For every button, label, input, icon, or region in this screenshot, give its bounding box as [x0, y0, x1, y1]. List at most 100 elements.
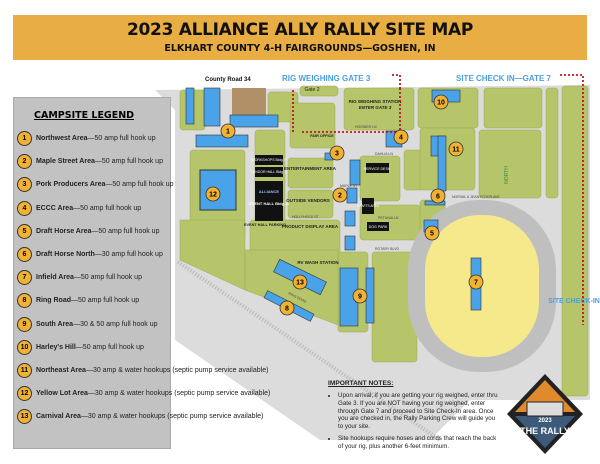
rig-station-enter-label: ENTER GATE 3	[359, 105, 392, 110]
grass-blocks	[179, 85, 589, 397]
legend-item-text: Yellow Lot Area—30 amp & water hookups (…	[36, 390, 270, 397]
marker-number: 8	[285, 306, 289, 313]
logo-year: 2023	[538, 418, 552, 424]
campsite-marker-9: 9	[352, 288, 368, 304]
site-check-in-side-label: SITE CHECK-IN	[548, 298, 600, 305]
campsite-number-badge: 2	[17, 154, 32, 170]
campsite-marker-10: 10	[433, 94, 449, 110]
legend-item-detail: —50 amp full hook up	[75, 343, 144, 351]
legend-item: 10 Harley's Hill—50 amp full hook up	[17, 336, 170, 359]
campsite-number-badge: 6	[17, 247, 32, 263]
street-maple: MAPLE ST	[340, 184, 358, 188]
legend-item: 7 Infield Area—50 amp full hook up	[17, 266, 170, 289]
legend-item-name: Draft Horse Area	[36, 227, 92, 235]
page-title: 2023 ALLIANCE ALLY RALLY SITE MAP	[127, 20, 473, 40]
legend-item-name: South Area	[36, 320, 74, 328]
street-rotary: ROTARY BLVD	[375, 247, 400, 251]
rv-wash-label: RV WASH STATION	[297, 260, 338, 265]
marker-number: 10	[437, 100, 445, 107]
campsite-number-badge: 3	[17, 177, 32, 193]
marker-number: 5	[430, 231, 434, 238]
product-display-label: PRODUCT DISPLAY AREA	[282, 224, 339, 229]
site-check-in-gate-label: SITE CHECK IN—GATE 7	[456, 74, 552, 83]
legend-item-detail: —30 amp & water hookups (septic pump ser…	[85, 366, 269, 374]
logo-name: THE RALLY	[520, 426, 570, 436]
legend-item-text: Infield Area—50 amp full hook up	[36, 274, 142, 281]
event-hall-label: EVENT HALL Bldg. A	[249, 201, 289, 206]
marker-number: 3	[335, 151, 339, 158]
alliance-logo-text: ALLIANCE	[259, 189, 280, 194]
dirt-lot	[232, 88, 266, 116]
legend-item-detail: —30 & 50 amp full hook up	[73, 320, 158, 328]
campsite-number-badge: 11	[17, 362, 32, 378]
campsite-number-badge: 8	[17, 293, 32, 309]
crafts-label: CRAFTS AREA	[357, 204, 380, 208]
campsite-marker-2: 2	[332, 187, 348, 203]
legend-item-name: Pork Producers Area	[36, 181, 106, 189]
legend-item: 12 Yellow Lot Area—30 amp & water hookups…	[17, 382, 270, 405]
service-desk-label: SERVICE DESK	[364, 167, 391, 171]
marker-number: 4	[399, 135, 403, 142]
campsite-marker-6: 6	[430, 188, 446, 204]
legend-item-detail: —30 amp & water hookups (septic pump ser…	[87, 390, 271, 398]
legend-item-name: Northeast Area	[36, 366, 86, 374]
campsite-number-badge: 7	[17, 270, 32, 286]
legend-item-text: Ring Road—50 amp full hook up	[36, 297, 139, 304]
campsite-marker-4: 4	[393, 129, 409, 145]
legend-item-detail: —50 amp full hook up	[105, 181, 174, 189]
campsite-marker-7: 7	[468, 274, 484, 290]
title-banner: 2023 ALLIANCE ALLY RALLY SITE MAP ELKHAR…	[13, 15, 587, 60]
legend-item-text: Pork Producers Area—50 amp full hook up	[36, 181, 174, 188]
legend-item-detail: —30 amp & water hookups (septic pump ser…	[80, 413, 264, 421]
event-hall-complex: WORKSHOPS Bldg. F VENDOR HALL Bldg. E AL…	[249, 155, 289, 221]
compass-north: NORTH	[504, 166, 510, 184]
rig-station-label: RIG WEIGHING STATION	[349, 99, 402, 104]
legend-item-detail: —50 amp full hook up	[73, 204, 142, 212]
campsite-number-badge: 10	[17, 339, 32, 355]
legend-item-text: South Area—30 & 50 amp full hook up	[36, 321, 158, 328]
campsite-number-badge: 1	[17, 131, 32, 147]
marker-number: 6	[436, 194, 440, 201]
fair-office-label: FAIR OFFICE	[310, 134, 334, 138]
legend-item: 8 Ring Road—50 amp full hook up	[17, 289, 170, 312]
legend-item-text: Draft Horse Area—50 amp full hook up	[36, 228, 159, 235]
rally-logo: 2023 THE RALLY	[507, 374, 583, 454]
street-hollyhock: HOLLYHOCK ST	[292, 215, 320, 219]
legend-item-text: Harley's Hill—50 amp full hook up	[36, 344, 144, 351]
campsite-marker-12: 12	[205, 186, 221, 202]
campsite-number-badge: 9	[17, 316, 32, 332]
marker-number: 1	[226, 129, 230, 136]
campsite-marker-13: 13	[292, 274, 308, 290]
legend-item-name: ECCC Area	[36, 204, 74, 212]
entertainment-label: ENTERTAINMENT AREA	[284, 166, 337, 171]
legend-item-name: Yellow Lot Area	[36, 390, 88, 398]
legend-item-text: Northeast Area—30 amp & water hookups (s…	[36, 367, 268, 374]
legend-item-detail: —50 amp full hook up	[94, 158, 163, 166]
campsite-number-badge: 4	[17, 200, 32, 216]
legend-item-name: Draft Horse North	[36, 251, 95, 259]
campsite-number-badge: 12	[17, 386, 32, 402]
legend-item: 4 ECCC Area—50 amp full hook up	[17, 197, 170, 220]
street-dahlia: DAHLIA LN	[375, 152, 393, 156]
legend-item: 3 Pork Producers Area—50 amp full hook up	[17, 173, 174, 196]
street-hoosier: HOOSIER LN	[355, 125, 377, 129]
campsite-marker-3: 3	[329, 145, 345, 161]
campsite-number-badge: 5	[17, 223, 32, 239]
county-road-label: County Road 34	[205, 77, 251, 83]
outside-vendors-label: OUTSIDE VENDORS	[286, 198, 330, 203]
notes-title: IMPORTANT NOTES:	[328, 380, 394, 387]
legend-item-name: Carnival Area	[36, 413, 81, 421]
legend-item-name: Infield Area	[36, 274, 74, 282]
gate-2-label: Gate 2	[304, 87, 319, 93]
marker-number: 9	[358, 294, 362, 301]
campsite-number-badge: 13	[17, 409, 32, 425]
campsite-marker-1: 1	[220, 123, 236, 139]
legend-item: 9 South Area—30 & 50 amp full hook up	[17, 313, 170, 336]
legend-item-name: Northwest Area	[36, 135, 88, 143]
marker-number: 7	[474, 280, 478, 287]
legend-item-detail: —50 amp full hook up	[87, 135, 156, 143]
